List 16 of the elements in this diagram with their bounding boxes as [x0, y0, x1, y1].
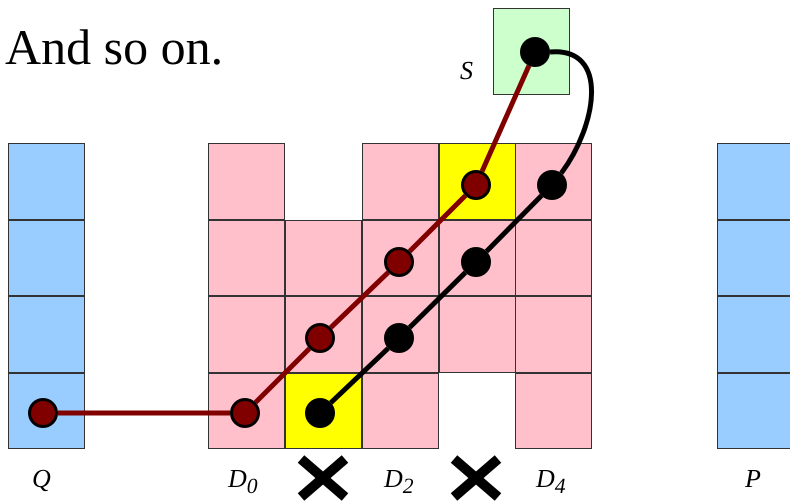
cell-label: S [460, 58, 473, 84]
path-line [254, 346, 312, 404]
path-line [484, 194, 544, 254]
column-label: D$_{0}$ [228, 466, 258, 498]
column-label: D$_{4}$ [536, 466, 566, 498]
path-line [329, 270, 390, 330]
path-line [550, 50, 594, 175]
path-line [480, 64, 532, 172]
column-label: D$_{2}$ [384, 466, 414, 498]
column-label: P [745, 466, 761, 492]
heading: And so on. [5, 22, 224, 72]
column-label: Q [32, 466, 51, 492]
path-line [408, 270, 468, 330]
path-line [329, 346, 390, 404]
path-line [58, 410, 230, 416]
path-line [408, 194, 468, 254]
